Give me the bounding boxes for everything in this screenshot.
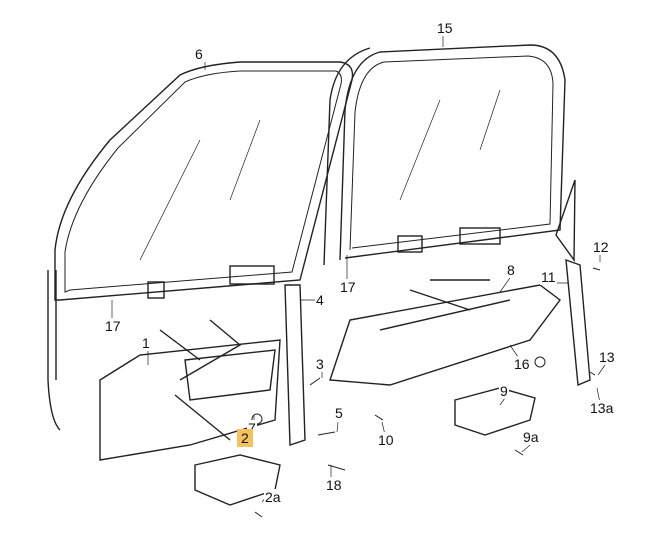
callout-5: 5 bbox=[334, 405, 344, 421]
callout-13: 13 bbox=[598, 349, 616, 365]
rear-guide-rail bbox=[565, 258, 591, 387]
quarter-glass bbox=[555, 179, 576, 263]
left-window-glass bbox=[47, 61, 354, 431]
left-window-regulator bbox=[99, 319, 281, 506]
callout-8: 8 bbox=[506, 262, 516, 278]
callout-2-highlighted[interactable]: 2 bbox=[237, 429, 253, 447]
callout-10: 10 bbox=[377, 432, 395, 448]
callout-4: 4 bbox=[315, 292, 325, 308]
callout-6: 6 bbox=[194, 46, 204, 62]
callout-9a: 9a bbox=[522, 429, 540, 445]
leader-lines bbox=[111, 36, 606, 503]
callout-17-right: 17 bbox=[339, 279, 357, 295]
callout-1: 1 bbox=[141, 335, 151, 351]
screws bbox=[251, 267, 601, 518]
callout-11: 11 bbox=[540, 269, 557, 285]
callout-13a: 13a bbox=[589, 400, 615, 416]
window-channel bbox=[284, 284, 306, 446]
callout-18: 18 bbox=[325, 477, 343, 493]
callout-16: 16 bbox=[513, 356, 531, 372]
callout-2a: 2a bbox=[264, 489, 282, 505]
callout-17-left: 17 bbox=[104, 318, 122, 334]
callout-7: 7 bbox=[247, 420, 257, 436]
callout-9: 9 bbox=[499, 383, 509, 399]
callout-3: 3 bbox=[315, 356, 325, 372]
callout-15: 15 bbox=[436, 20, 454, 36]
right-window-glass bbox=[323, 44, 566, 266]
callout-12: 12 bbox=[592, 239, 610, 255]
